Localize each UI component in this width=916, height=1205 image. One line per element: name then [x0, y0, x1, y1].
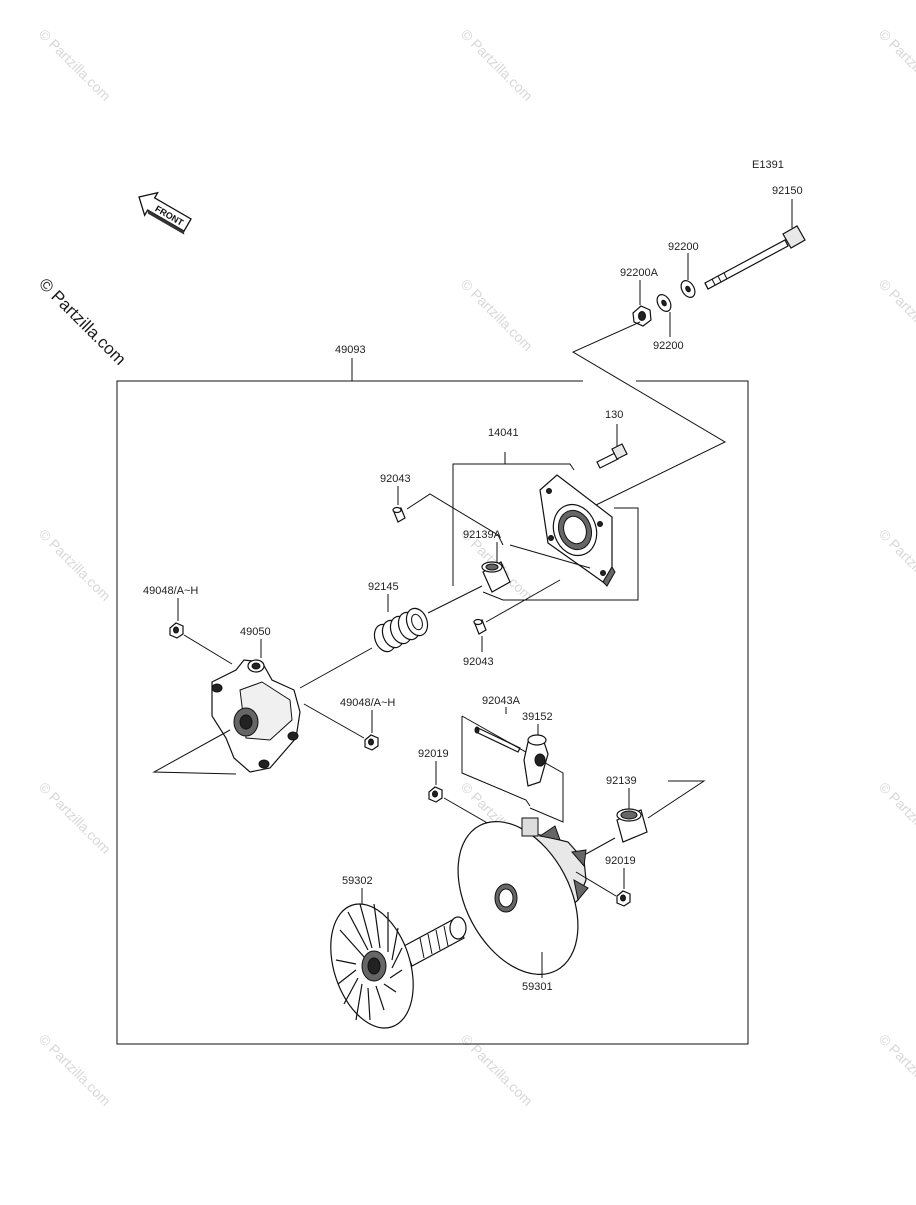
nut-49048-left	[169, 598, 233, 665]
washer-92200-bottom	[656, 294, 672, 337]
nut-92200A	[632, 280, 652, 327]
label-92200-top: 92200	[668, 241, 699, 253]
label-92139A: 92139A	[463, 529, 502, 541]
label-130: 130	[605, 409, 623, 421]
bolt-leader	[571, 321, 727, 506]
watermark: © Partzilla.com	[36, 779, 114, 857]
watermark: © Partzilla.com	[876, 526, 916, 604]
spring-92145	[299, 585, 483, 689]
bolt-92150	[704, 199, 806, 290]
watermark: © Partzilla.com	[876, 1031, 916, 1109]
label-92200-bottom: 92200	[653, 340, 684, 352]
spider-49050	[152, 639, 301, 775]
label-49048-left: 49048/A~H	[143, 585, 198, 597]
housing-plate	[539, 474, 616, 587]
watermark: © Partzilla.com	[36, 26, 114, 104]
diagram-code: E1391	[752, 159, 784, 171]
screw-130	[596, 424, 628, 469]
label-59301: 59301	[522, 981, 553, 993]
watermark: © Partzilla.com	[876, 779, 916, 857]
watermark: © Partzilla.com	[458, 276, 536, 354]
label-92019-left: 92019	[418, 748, 449, 760]
watermark: © Partzilla.com	[36, 1031, 114, 1109]
watermark: © Partzilla.com	[876, 276, 916, 354]
roller-39152	[523, 724, 549, 787]
label-92019-right: 92019	[605, 855, 636, 867]
nut-92019-right	[575, 868, 631, 907]
pin-92043-top	[392, 486, 504, 546]
label-59302: 59302	[342, 875, 373, 887]
label-49050: 49050	[240, 626, 271, 638]
watermark-main: © Partzilla.com	[35, 274, 129, 368]
fixed-sheave-59302	[330, 888, 467, 1029]
label-92145: 92145	[368, 581, 399, 593]
bushing-92139A	[481, 542, 591, 593]
bushing-92139	[585, 780, 706, 855]
pin-92043A	[461, 707, 564, 823]
label-49048-right: 49048/A~H	[340, 697, 395, 709]
label-14041: 14041	[488, 427, 519, 439]
label-92043-top: 92043	[380, 473, 411, 485]
washer-92200-top	[680, 253, 696, 298]
label-92200A: 92200A	[620, 267, 659, 279]
watermark: © Partzilla.com	[458, 26, 536, 104]
label-39152: 39152	[522, 711, 553, 723]
assembly-box-49093	[116, 358, 749, 1045]
label-92150: 92150	[772, 185, 803, 197]
pin-92043-bottom	[473, 579, 561, 652]
label-49093: 49093	[335, 344, 366, 356]
nut-49048-right	[303, 703, 379, 751]
label-92043-bottom: 92043	[463, 656, 494, 668]
watermark: © Partzilla.com	[876, 26, 916, 104]
watermark: © Partzilla.com	[36, 526, 114, 604]
label-92139: 92139	[606, 775, 637, 787]
movable-sheave-59301	[457, 817, 589, 978]
bracket-14041	[452, 452, 639, 601]
front-arrow-icon: FRONT	[138, 191, 192, 235]
label-92043A: 92043A	[482, 695, 521, 707]
watermark: © Partzilla.com	[458, 1031, 536, 1109]
